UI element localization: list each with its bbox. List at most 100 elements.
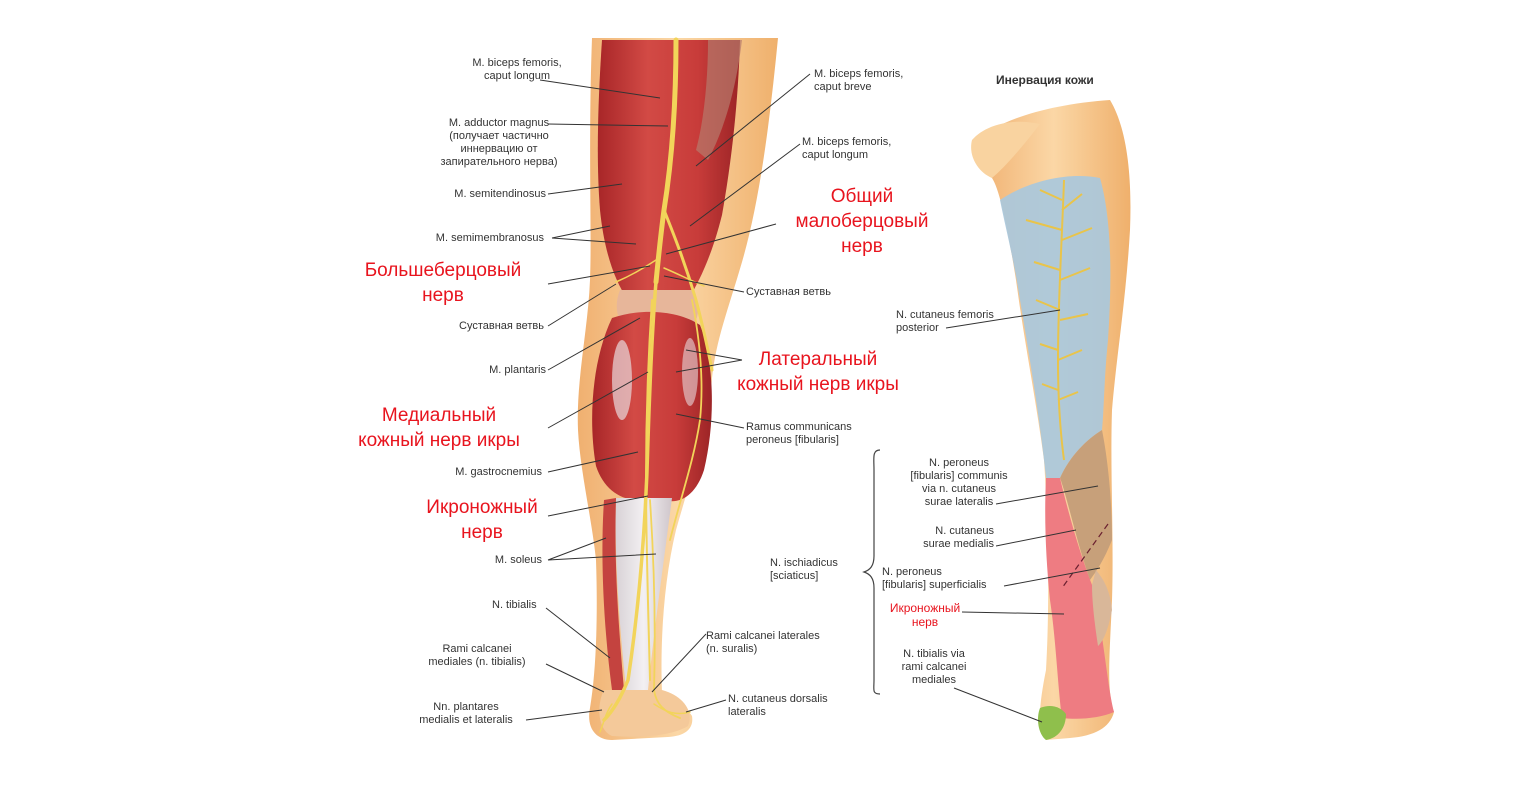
label-line: M. biceps femoris,: [814, 68, 904, 80]
label-line: Латеральный: [758, 349, 878, 370]
leader-articular-left: [547, 283, 617, 327]
label-biceps-longum-left: M. biceps femoris,caput longum: [442, 57, 592, 83]
nerve-branch-1: [1025, 189, 1093, 401]
label-line: Ramus communicans: [746, 421, 852, 433]
label-line: N. peroneus: [882, 566, 942, 578]
label-line: Rami calcanei laterales: [706, 630, 820, 642]
label-line: M. semitendinosus: [454, 188, 546, 200]
red-label-lateral-sural: Латеральный кожный нерв икры: [716, 347, 920, 397]
leader-tibialis: [545, 607, 611, 659]
label-line: [fibularis] communis: [910, 470, 1008, 482]
sciatic-brace: [862, 449, 881, 695]
leader-lateral-sural: [675, 349, 743, 373]
zone-femoris-posterior: [1000, 176, 1111, 479]
skin-title: Инервация кожи: [996, 73, 1094, 87]
label-line: N. cutaneus dorsalis: [728, 693, 828, 705]
label-line: Икроножный: [426, 497, 538, 518]
leader-tibial-nerve: [547, 265, 651, 285]
leader-adductor: [547, 123, 669, 127]
label-line: rami calcanei: [901, 661, 967, 673]
label-line: M. soleus: [494, 554, 542, 566]
label-line: кожный нерв икры: [358, 430, 520, 451]
label-line: M. biceps femoris,: [472, 57, 562, 69]
leader-surae-medialis: [995, 529, 1077, 547]
label-line: M. adductor magnus: [448, 117, 550, 129]
articular-branch-medial: [615, 259, 657, 283]
leader-soleus: [547, 537, 657, 561]
label-line: [sciaticus]: [770, 570, 819, 582]
soleus-edge: [602, 498, 624, 690]
leader-medial-sural: [547, 371, 649, 429]
lateral-dorsal-cutaneous-nerve: [653, 703, 691, 715]
label-semimembranosus: M. semimembranosus: [380, 232, 544, 245]
label-line: surae lateralis: [924, 496, 994, 508]
leader-tibialis-via: [953, 687, 1043, 723]
label-line: нерв: [841, 236, 883, 257]
label-line: нерв: [422, 285, 464, 306]
label-line: lateralis: [728, 706, 766, 718]
label-line: peroneus [fibularis]: [746, 434, 839, 446]
leader-ramus-communicans: [675, 413, 745, 429]
label-line: N. peroneus: [929, 457, 989, 469]
zone-sural: [1045, 478, 1114, 719]
label-soleus: M. soleus: [380, 554, 542, 567]
red-label-sural-nerve: Икроножный нерв: [410, 495, 554, 545]
label-line: Суставная ветвь: [459, 320, 544, 332]
label-line: Nn. plantares: [433, 701, 499, 713]
leader-articular-right: [663, 275, 745, 293]
leader-peroneus-communis: [995, 485, 1099, 505]
zone-boundary-dashed: [1061, 523, 1109, 589]
plantar-nerves: [599, 703, 613, 733]
leader-semitendinosus: [547, 183, 623, 195]
leader-lines: [525, 73, 1101, 723]
posterior-leg: [577, 37, 778, 740]
leader-rami-mediales: [545, 663, 605, 693]
label-line: M. gastrocnemius: [455, 466, 542, 478]
lateral-sural-nerve: [669, 299, 703, 541]
tibial-nerve: [602, 280, 658, 722]
label-articular-branch-right: Суставная ветвь: [746, 286, 831, 299]
leader-cutaneus-dorsalis: [685, 699, 727, 713]
femoral-cutaneous-nerve-tree: [1025, 179, 1093, 461]
sciatic-nerve: [653, 37, 679, 285]
label-semitendinosus: M. semitendinosus: [380, 188, 546, 201]
label-biceps-longum-right: M. biceps femoris,caput longum: [802, 136, 891, 162]
label-line: Икроножный: [889, 601, 961, 615]
zone-peroneus-communis: [1060, 430, 1112, 580]
label-gastrocnemius: M. gastrocnemius: [380, 466, 542, 479]
label-line: N. tibialis via: [903, 648, 965, 660]
leader-gastrocnemius: [547, 451, 639, 473]
label-superficialis: N. peroneus[fibularis] superficialis: [882, 566, 987, 592]
leader-plantares: [525, 709, 603, 721]
label-ischiadicus: N. ischiadicus[sciaticus]: [770, 557, 838, 583]
leader-femoris-posterior: [945, 309, 1061, 329]
achilles-tendon: [615, 498, 672, 690]
label-line: нерв: [461, 522, 503, 543]
label-line: M. plantaris: [489, 364, 546, 376]
leader-sural-nerve: [547, 495, 649, 517]
label-line: иннервацию от: [460, 143, 538, 155]
leader-biceps-longum-left: [539, 79, 661, 99]
heel: [599, 690, 690, 737]
label-line: mediales: [911, 674, 957, 686]
label-line: mediales (n. tibialis): [428, 656, 526, 668]
label-line: surae medialis: [923, 538, 994, 550]
label-line: кожный нерв икры: [737, 374, 899, 395]
leader-biceps-longum-right: [689, 143, 801, 227]
label-line: Общий: [830, 186, 894, 207]
label-articular-branch-left: Суставная ветвь: [380, 320, 544, 333]
label-line: via n. cutaneus: [922, 483, 996, 495]
label-line: medialis et lateralis: [419, 714, 513, 726]
nerve-trunks: [599, 37, 714, 733]
